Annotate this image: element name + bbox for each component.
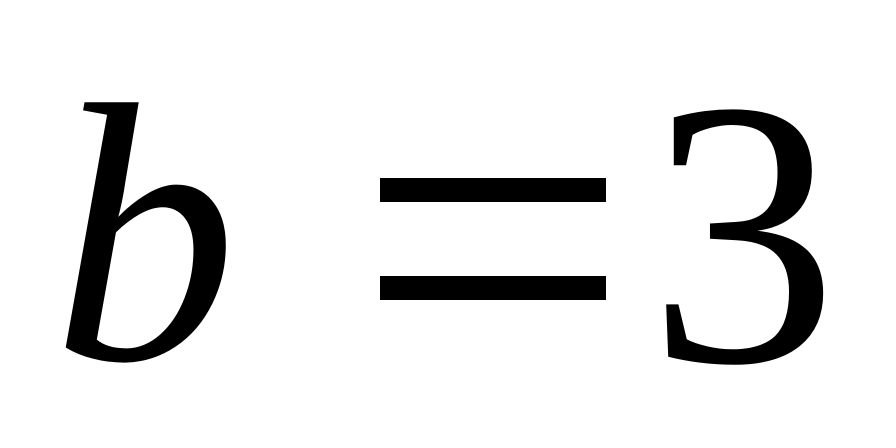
equation-variable: b xyxy=(52,30,237,440)
equals-sign xyxy=(380,178,606,300)
equation-value: 3 xyxy=(648,23,838,444)
equals-sign-bottom-bar xyxy=(380,276,606,300)
equals-sign-top-bar xyxy=(380,178,606,202)
